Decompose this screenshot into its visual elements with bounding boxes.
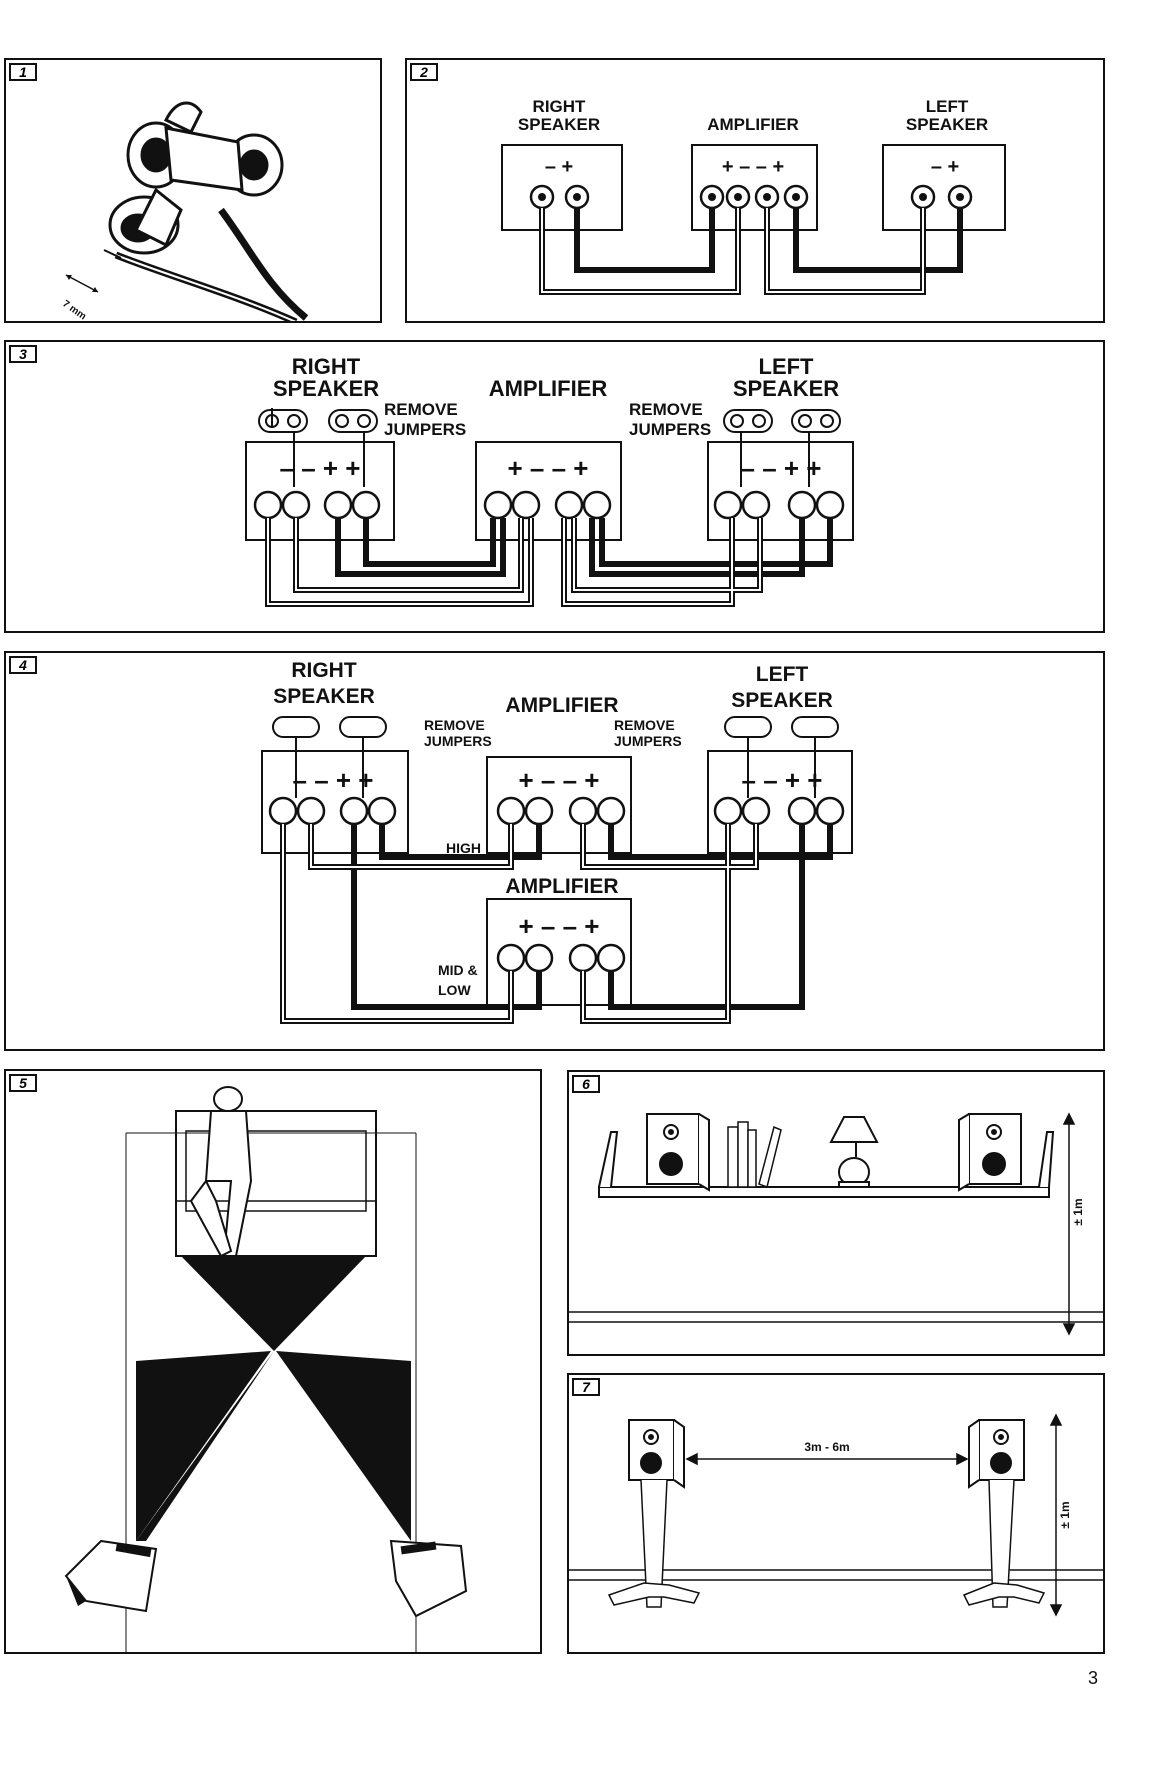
bi-wiring-diagram: RIGHT SPEAKER AMPLIFIER LEFT SPEAKER REM… <box>245 354 854 607</box>
panel-number: 4 <box>9 656 37 674</box>
amplifier-label: AMPLIFIER <box>505 694 618 717</box>
right-speaker-label: SPEAKER <box>518 115 600 134</box>
books-icon <box>727 1121 782 1188</box>
speaker-polarity: – – + + <box>741 453 822 483</box>
amplifier-label: AMPLIFIER <box>505 875 618 898</box>
left-speaker-label: SPEAKER <box>906 115 988 134</box>
speaker-polarity: – – + + <box>280 453 361 483</box>
right-speaker-label: RIGHT <box>292 354 361 379</box>
left-speaker-label: SPEAKER <box>731 689 833 712</box>
sound-cone <box>181 1256 366 1351</box>
distance-arrow <box>685 1452 969 1466</box>
speaker-polarity: – – + + <box>293 765 374 795</box>
right-speaker-label: SPEAKER <box>273 376 379 401</box>
right-speaker-label: RIGHT <box>533 97 587 116</box>
jumper-icon <box>258 409 841 433</box>
height-label: ± 1m <box>1071 1198 1085 1225</box>
shelf <box>598 1186 1050 1198</box>
stand-placement-illustration: 3m - 6m ± 1m <box>569 1413 1103 1617</box>
panel-1: 1 7 mm <box>4 58 382 323</box>
right-speaker-label: RIGHT <box>291 659 357 682</box>
panel-4: 4 RIGHT SPEAKER AMPLIFIER LEFT SPEAKER R… <box>4 651 1105 1051</box>
terminal-icon <box>253 490 845 520</box>
page-number: 3 <box>1088 1668 1099 1688</box>
left-speaker-label: LEFT <box>926 97 969 116</box>
terminal-icon <box>529 184 973 210</box>
stand-icon <box>607 1479 1046 1608</box>
panel-5: 5 <box>4 1069 542 1654</box>
speaker-icon <box>646 1113 1022 1192</box>
wire-stripping-illustration: 7 mm <box>60 101 317 322</box>
panel-3: 3 RIGHT SPEAKER AMPLIFIER LEFT SPEAKER R… <box>4 340 1105 633</box>
binding-post-icon <box>108 101 284 255</box>
remove-jumpers-label: REMOVE <box>384 400 458 419</box>
basic-wiring-diagram: RIGHT SPEAKER AMPLIFIER LEFT SPEAKER – +… <box>501 97 1006 295</box>
panel-number: 3 <box>9 345 37 363</box>
terminal-icon <box>268 796 845 973</box>
panel-number: 7 <box>572 1378 600 1396</box>
mid-label: MID & <box>438 962 478 978</box>
remove-jumpers-label: REMOVE <box>614 717 675 733</box>
amp-polarity: + – – + <box>722 156 784 178</box>
distance-label: 3m - 6m <box>804 1440 849 1454</box>
right-speaker-box <box>501 144 623 231</box>
speaker-icon <box>64 1539 468 1618</box>
left-speaker-box <box>882 144 1006 231</box>
low-label: LOW <box>438 982 471 998</box>
remove-jumpers-label: JUMPERS <box>629 420 711 439</box>
left-speaker-label: LEFT <box>759 354 815 379</box>
height-arrow <box>1062 1112 1076 1336</box>
remove-jumpers-label: REMOVE <box>424 717 485 733</box>
speaker-polarity: – + <box>931 156 959 178</box>
panel-number: 6 <box>572 1075 600 1093</box>
amplifier-label: AMPLIFIER <box>707 115 799 134</box>
speaker-icon <box>628 1419 1025 1489</box>
panel-7: 7 3m - 6m ± 1m <box>567 1373 1105 1654</box>
remove-jumpers-label: JUMPERS <box>424 733 492 749</box>
jumper-icon <box>272 716 839 738</box>
panel-number: 2 <box>410 63 438 81</box>
height-arrow <box>1049 1413 1063 1617</box>
listening-position-illustration <box>64 1086 468 1652</box>
high-label: HIGH <box>446 840 481 856</box>
left-speaker-label: SPEAKER <box>733 376 839 401</box>
lamp-icon <box>829 1116 879 1188</box>
left-speaker-label: LEFT <box>756 663 809 686</box>
strip-length-label: 7 mm <box>60 298 88 322</box>
amp-polarity: + – – + <box>519 911 600 941</box>
right-speaker-label: SPEAKER <box>273 685 375 708</box>
amp-polarity: + – – + <box>508 453 589 483</box>
panel-number: 1 <box>9 63 37 81</box>
speaker-polarity: – + <box>545 156 573 178</box>
height-label: ± 1m <box>1058 1501 1072 1528</box>
remove-jumpers-label: JUMPERS <box>614 733 682 749</box>
amplifier-label: AMPLIFIER <box>489 376 608 401</box>
panel-6: 6 ± 1m <box>567 1070 1105 1356</box>
speaker-polarity: – – + + <box>742 765 823 795</box>
panel-2: 2 RIGHT SPEAKER AMPLIFIER LEFT SPEAKER –… <box>405 58 1105 323</box>
bi-amping-diagram: RIGHT SPEAKER AMPLIFIER LEFT SPEAKER REM… <box>261 659 853 1024</box>
panel-number: 5 <box>9 1074 37 1092</box>
shelf-placement-illustration: ± 1m <box>569 1112 1103 1336</box>
remove-jumpers-label: REMOVE <box>629 400 703 419</box>
listener-icon <box>189 1086 253 1258</box>
amp-polarity: + – – + <box>519 765 600 795</box>
remove-jumpers-label: JUMPERS <box>384 420 466 439</box>
